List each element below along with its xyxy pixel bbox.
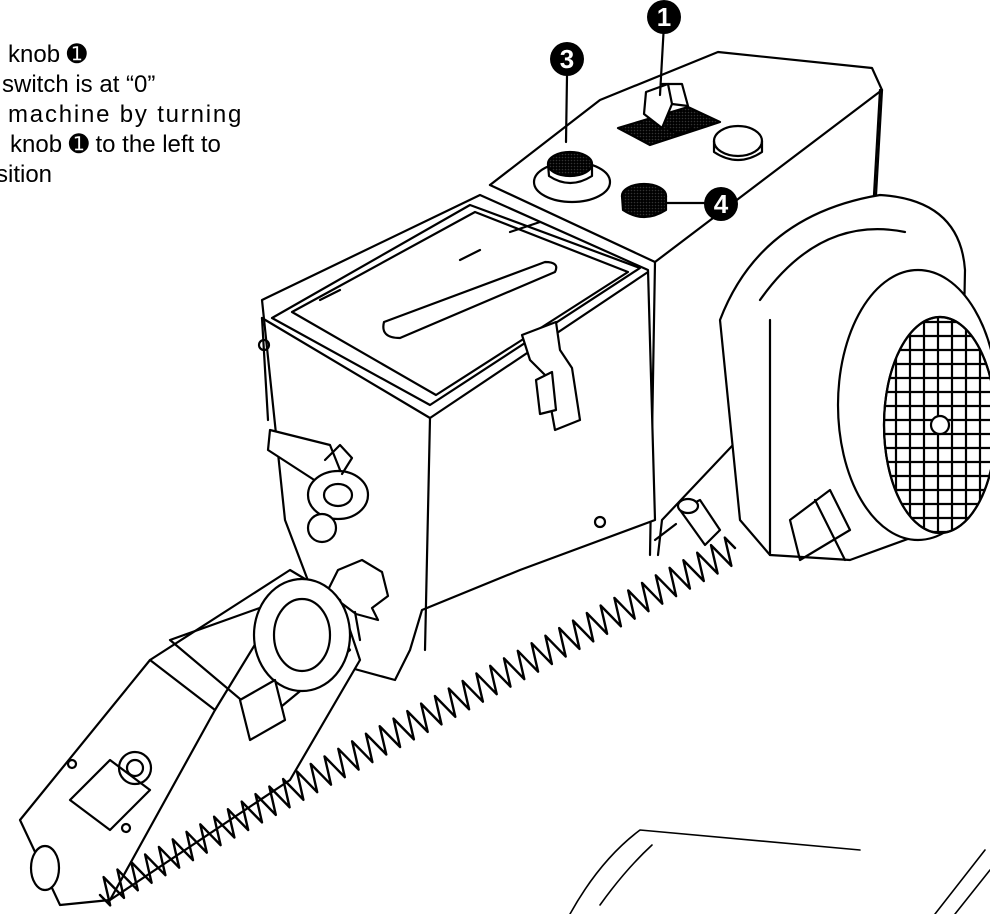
- callout-1-badge: 1: [647, 0, 681, 34]
- callout-3-leader: [564, 74, 569, 144]
- instruction-line-5: sition: [0, 161, 53, 188]
- lid-latch-icon: [520, 320, 582, 432]
- callout-3-badge: 3: [550, 42, 584, 76]
- side-valve-icon: [266, 428, 370, 544]
- instruction-line-4: knob ➊ to the left to: [10, 131, 221, 158]
- main-switch-knob-icon: [616, 82, 722, 147]
- motor-fan-cover-icon: [836, 268, 990, 542]
- button-3-icon: [532, 150, 612, 204]
- coiled-hose-icon: [98, 536, 737, 907]
- pilot-lamp-icon: [712, 124, 764, 162]
- instruction-line-3: machine by turning: [8, 101, 244, 128]
- nozzle-head: [18, 568, 362, 907]
- instruction-line-1: knob ➊: [8, 41, 87, 68]
- instruction-text: knob ➊ switch is at “0” machine by turni…: [0, 40, 340, 190]
- base-outline: [569, 829, 990, 914]
- hopper-lid: [270, 203, 642, 407]
- instruction-line-2: switch is at “0”: [2, 71, 156, 98]
- callout-1-leader: [658, 22, 666, 97]
- hose-fitting-icon: [593, 497, 722, 547]
- button-4-icon: [620, 182, 710, 219]
- callout-4-badge: 4: [704, 187, 738, 221]
